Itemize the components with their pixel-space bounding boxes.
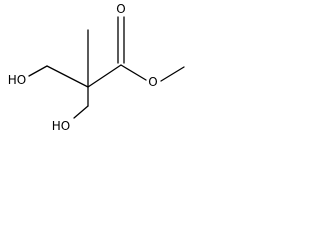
atom-ho-top: HO bbox=[8, 73, 26, 87]
bond-quaternary-carbonyl bbox=[87, 64, 122, 88]
bond-ester-o-methyl bbox=[160, 66, 185, 82]
atom-o-carbonyl: O bbox=[116, 2, 125, 16]
atom-ho-bottom: HO bbox=[52, 119, 70, 133]
bond-ch2-bottom-ho bbox=[73, 105, 89, 119]
bond-ch2-top-quaternary bbox=[46, 65, 89, 88]
atom-labels: HO HO O O bbox=[8, 2, 158, 133]
bonds bbox=[28, 16, 185, 119]
bond-ho-top-ch2 bbox=[28, 65, 48, 77]
atom-o-ester: O bbox=[148, 75, 157, 89]
bond-carbonyl-ester-o bbox=[120, 64, 147, 81]
structure-diagram: HO HO O O bbox=[8, 2, 185, 133]
